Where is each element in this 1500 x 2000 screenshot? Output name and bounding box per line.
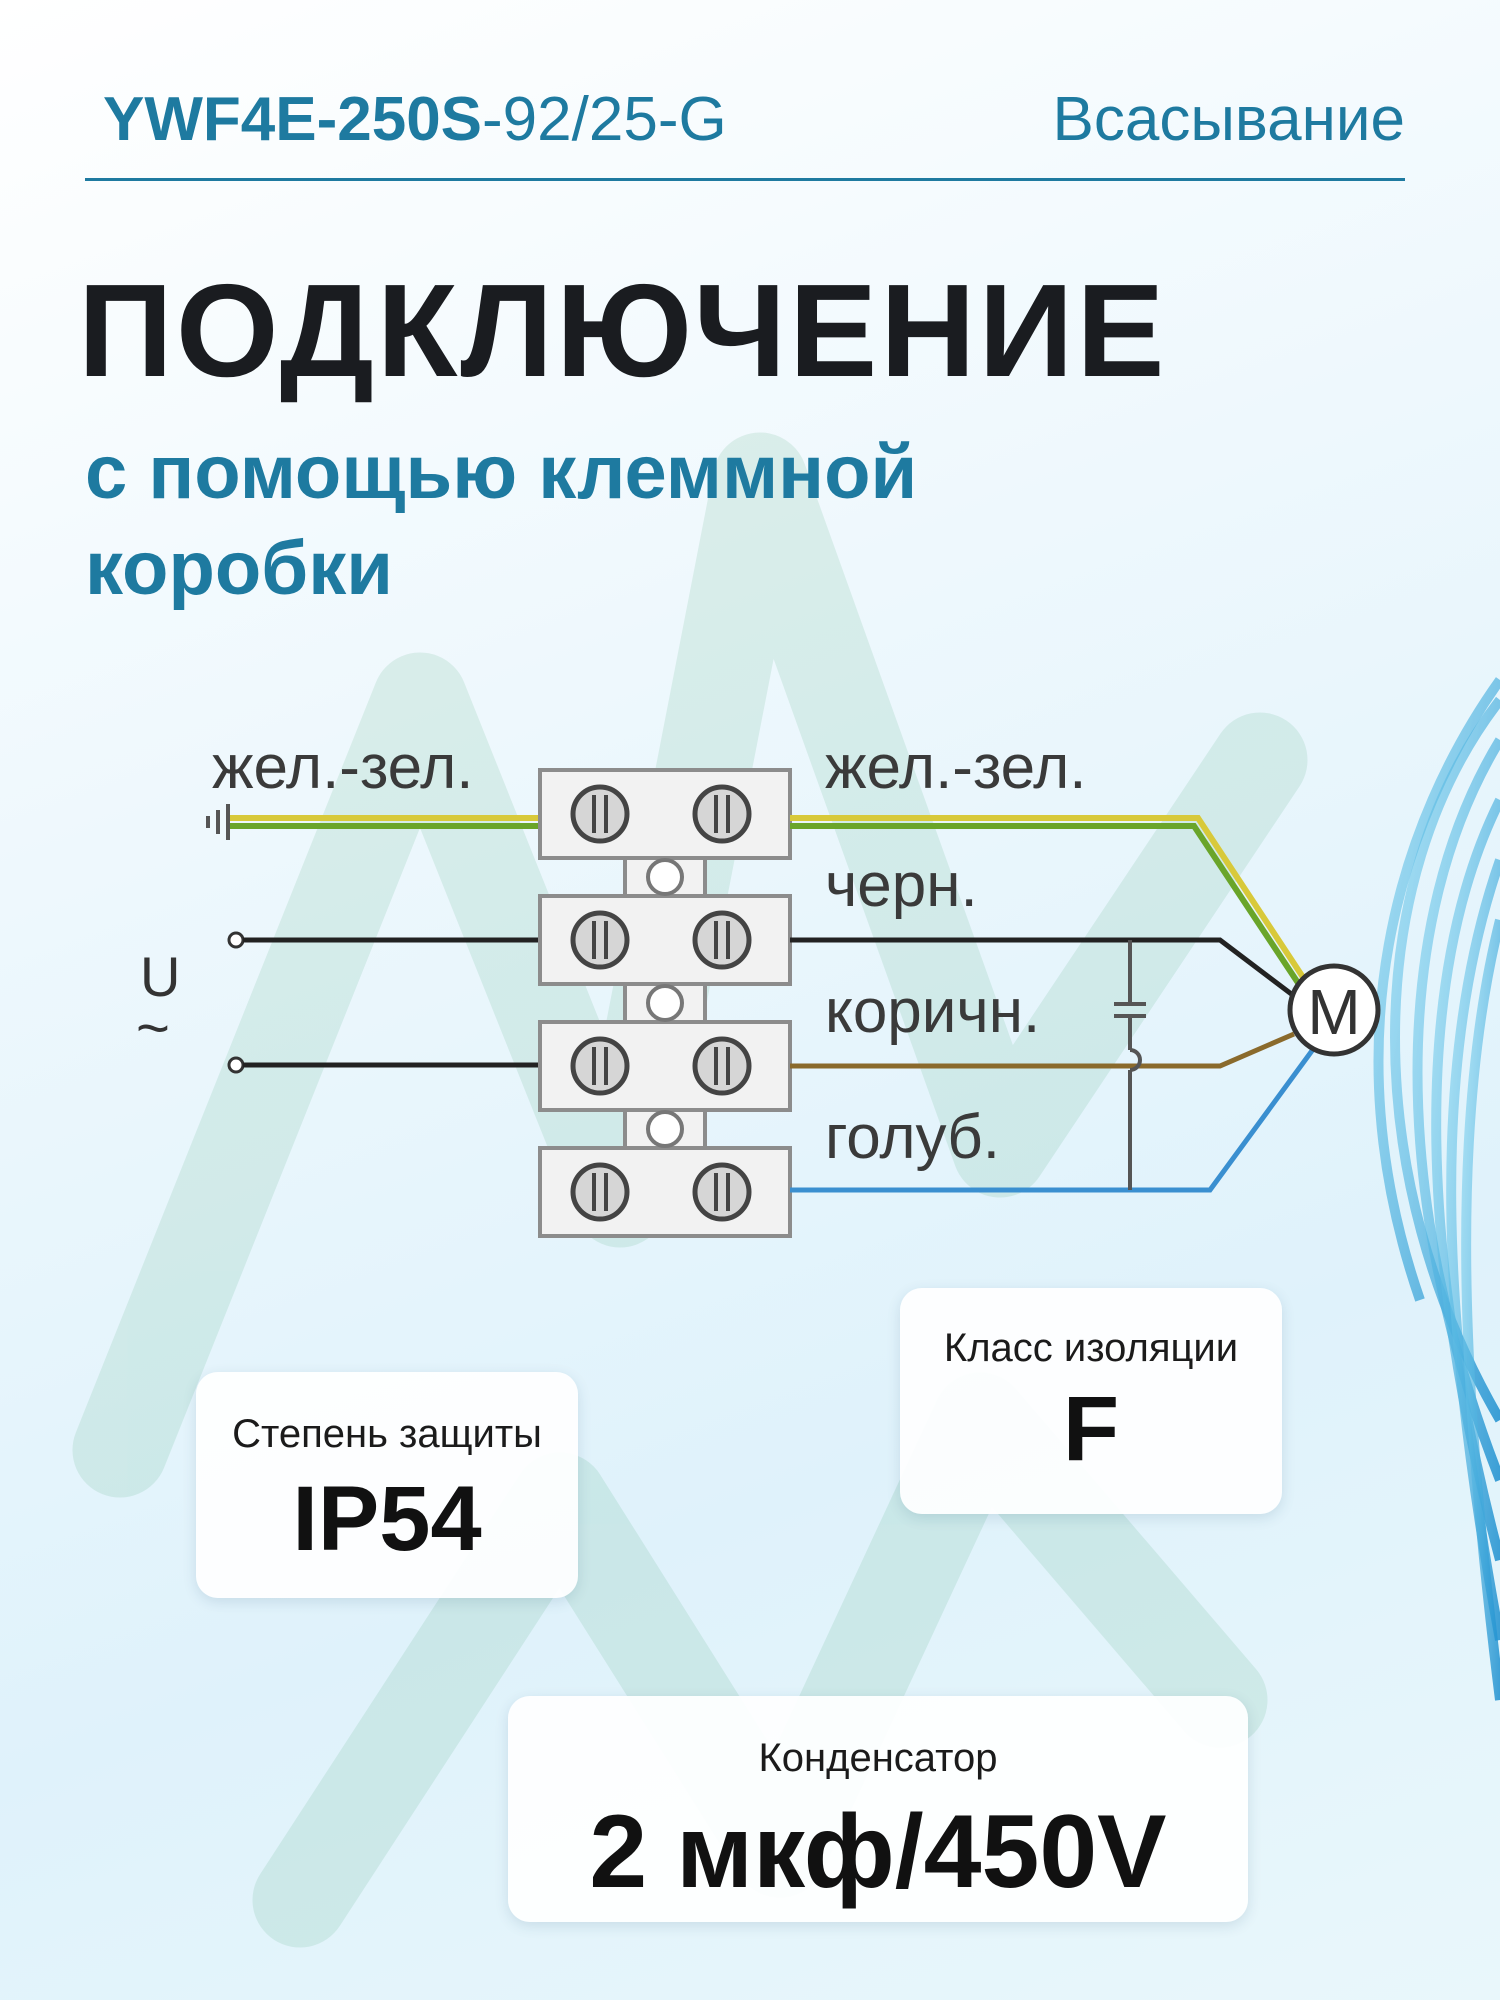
ground-wire-to-motor-yellow [790, 815, 1321, 1002]
page-title: ПОДКЛЮЧЕНИЕ [78, 257, 1168, 404]
header-bar: YWF4E-250S-92/25-G Всасывание [85, 78, 1405, 181]
supply-terminal-2 [227, 1056, 245, 1074]
blue-wire-to-motor [790, 1046, 1317, 1193]
mode-label: Всасывание [1052, 85, 1405, 154]
model-name-bold: YWF4E-250S [103, 85, 483, 154]
screw-icon [692, 1162, 752, 1222]
insulation-value: F [1062, 1378, 1120, 1480]
supply-terminal-1 [227, 931, 245, 949]
left-ground-label: жел.-зел. [212, 733, 474, 802]
mount-hole [646, 1110, 684, 1148]
ground-wire-to-motor-green [790, 823, 1315, 1006]
capacitor-card: Конденсатор 2 мкф/450V [508, 1696, 1248, 1922]
wire-label-ground: жел.-зел. [825, 733, 1087, 802]
screw-icon [692, 910, 752, 970]
model-name-suffix: -92/25-G [482, 85, 727, 154]
supply-ac-symbol: ~ [136, 996, 170, 1061]
blue-wave-decoration [1373, 677, 1500, 1701]
supply-voltage-label: U [140, 945, 180, 1008]
screw-icon [570, 910, 630, 970]
page-subtitle: с помощью клеммной коробки [85, 430, 918, 611]
insulation-label: Класс изоляции [943, 1326, 1239, 1370]
wire-label-black: черн. [825, 851, 978, 920]
ground-icon [206, 804, 230, 840]
wiring-diagram: M жел.-зел. жел.-зел. черн. коричн. голу… [136, 733, 1381, 1238]
motor-label: M [1307, 976, 1360, 1048]
capacitor-label: Конденсатор [758, 1736, 998, 1780]
model-name: YWF4E-250S-92/25-G [103, 84, 727, 155]
screw-icon [570, 784, 630, 844]
protection-card: Степень защиты IP54 [196, 1372, 578, 1598]
screw-icon [692, 1036, 752, 1096]
protection-label: Степень защиты [232, 1412, 542, 1456]
capacitor-value: 2 мкф/450V [589, 1794, 1167, 1910]
screw-icon [692, 784, 752, 844]
brown-wire-to-motor [790, 1031, 1295, 1069]
black-wire-to-motor [790, 937, 1296, 998]
mount-hole [646, 858, 684, 896]
capacitor-icon [1114, 940, 1146, 1190]
motor-icon [1287, 963, 1381, 1057]
terminal-screws [570, 784, 752, 1222]
insulation-card: Класс изоляции F [900, 1288, 1282, 1514]
mount-hole [646, 984, 684, 1022]
screw-icon [570, 1036, 630, 1096]
wire-label-blue: голуб. [825, 1103, 1000, 1172]
wire-label-brown: коричн. [825, 977, 1040, 1046]
protection-value: IP54 [292, 1468, 482, 1570]
screw-icon [570, 1162, 630, 1222]
